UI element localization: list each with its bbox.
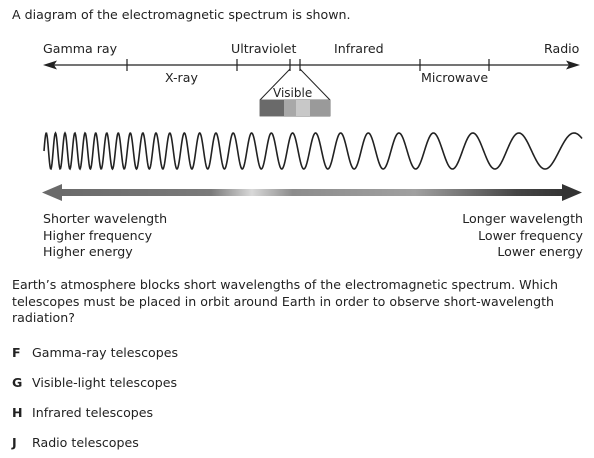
wave-illustration bbox=[43, 131, 583, 171]
visible-band-callout bbox=[259, 68, 331, 117]
long-wavelength-description: Longer wavelength Lower frequency Lower … bbox=[462, 211, 583, 261]
choice-letter: G bbox=[12, 375, 23, 390]
question-text: Earth’s atmosphere blocks short waveleng… bbox=[12, 277, 558, 325]
label-ultraviolet: Ultraviolet bbox=[231, 41, 297, 56]
answer-choice-g[interactable]: G Visible-light telescopes bbox=[12, 375, 177, 391]
wavelength-gradient-arrow bbox=[42, 184, 582, 201]
label-gamma-ray: Gamma ray bbox=[43, 41, 118, 56]
answer-choice-j[interactable]: J Radio telescopes bbox=[12, 435, 139, 451]
choice-letter: F bbox=[12, 345, 21, 360]
label-radio: Radio bbox=[544, 41, 580, 56]
choice-text: Visible-light telescopes bbox=[32, 375, 178, 390]
electromagnetic-spectrum-diagram bbox=[42, 59, 583, 201]
label-x-ray: X-ray bbox=[165, 70, 198, 85]
choice-text: Gamma-ray telescopes bbox=[32, 345, 179, 360]
desc-line: Higher energy bbox=[43, 244, 133, 259]
desc-line: Shorter wavelength bbox=[43, 211, 168, 226]
choice-letter: J bbox=[12, 435, 17, 450]
answer-choice-f[interactable]: F Gamma-ray telescopes bbox=[12, 345, 178, 361]
desc-line: Lower frequency bbox=[478, 227, 583, 243]
choice-letter: H bbox=[12, 405, 23, 420]
answer-choice-h[interactable]: H Infrared telescopes bbox=[12, 405, 153, 421]
choice-text: Radio telescopes bbox=[32, 435, 139, 450]
desc-line: Lower energy bbox=[497, 244, 583, 259]
spectrum-axis-arrow bbox=[43, 59, 580, 71]
short-wavelength-description: Shorter wavelength Higher frequency High… bbox=[43, 211, 167, 261]
label-microwave: Microwave bbox=[421, 70, 489, 85]
label-infrared: Infrared bbox=[334, 41, 384, 56]
label-visible: Visible bbox=[273, 86, 313, 100]
intro-text: A diagram of the electromagnetic spectru… bbox=[12, 7, 351, 22]
desc-line: Longer wavelength bbox=[462, 211, 583, 226]
choice-text: Infrared telescopes bbox=[32, 405, 154, 420]
desc-line: Higher frequency bbox=[43, 227, 153, 243]
